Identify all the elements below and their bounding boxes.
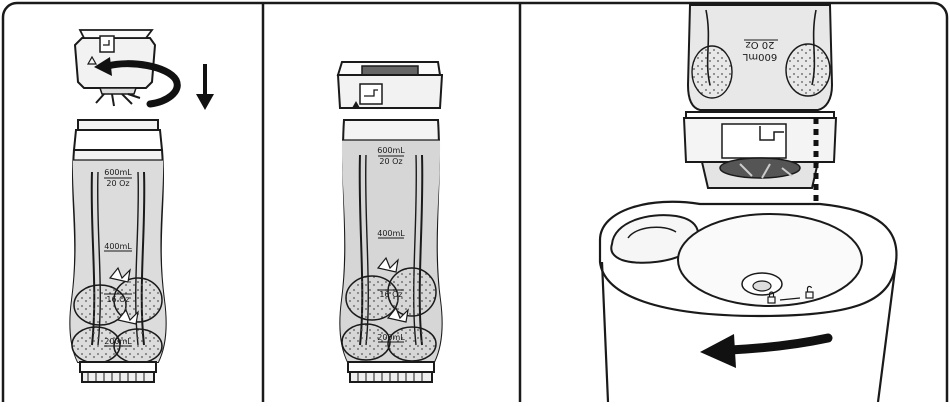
left-arrow-icon [700,334,828,368]
mark-600ml: 600mL [377,146,405,155]
panel-2: 600mL 20 Oz 400mL 16 Oz 200mL [338,62,442,382]
cup-2-with-blade: 600mL 20 Oz 400mL 16 Oz 200mL [338,62,442,382]
cup-1: 600mL 20 Oz 400mL 16 Oz 200mL [70,120,165,382]
mark-200ml: 200mL [377,333,405,342]
mark-20oz: 20 Oz [745,39,774,50]
mark-400ml: 400mL [104,242,132,251]
panel-1: 600mL 20 Oz 400mL 16 Oz 200mL [70,30,214,382]
inverted-cup: 600mL 20 Oz [688,5,832,110]
mark-16oz: 16 Oz [379,290,402,299]
mark-20oz: 20 Oz [379,157,402,166]
mark-400ml: 400mL [377,229,405,238]
motor-base [600,202,896,402]
blade-assembly-inverted [684,112,836,188]
mark-600ml: 600mL [104,168,132,177]
mark-600ml: 600mL [742,51,777,62]
mark-16oz: 16 Oz [106,295,129,304]
mark-200ml: 200mL [104,337,132,346]
mark-20oz: 20 Oz [106,179,129,188]
panel-3: 600mL 20 Oz [600,5,896,402]
down-arrow-icon [196,64,214,110]
